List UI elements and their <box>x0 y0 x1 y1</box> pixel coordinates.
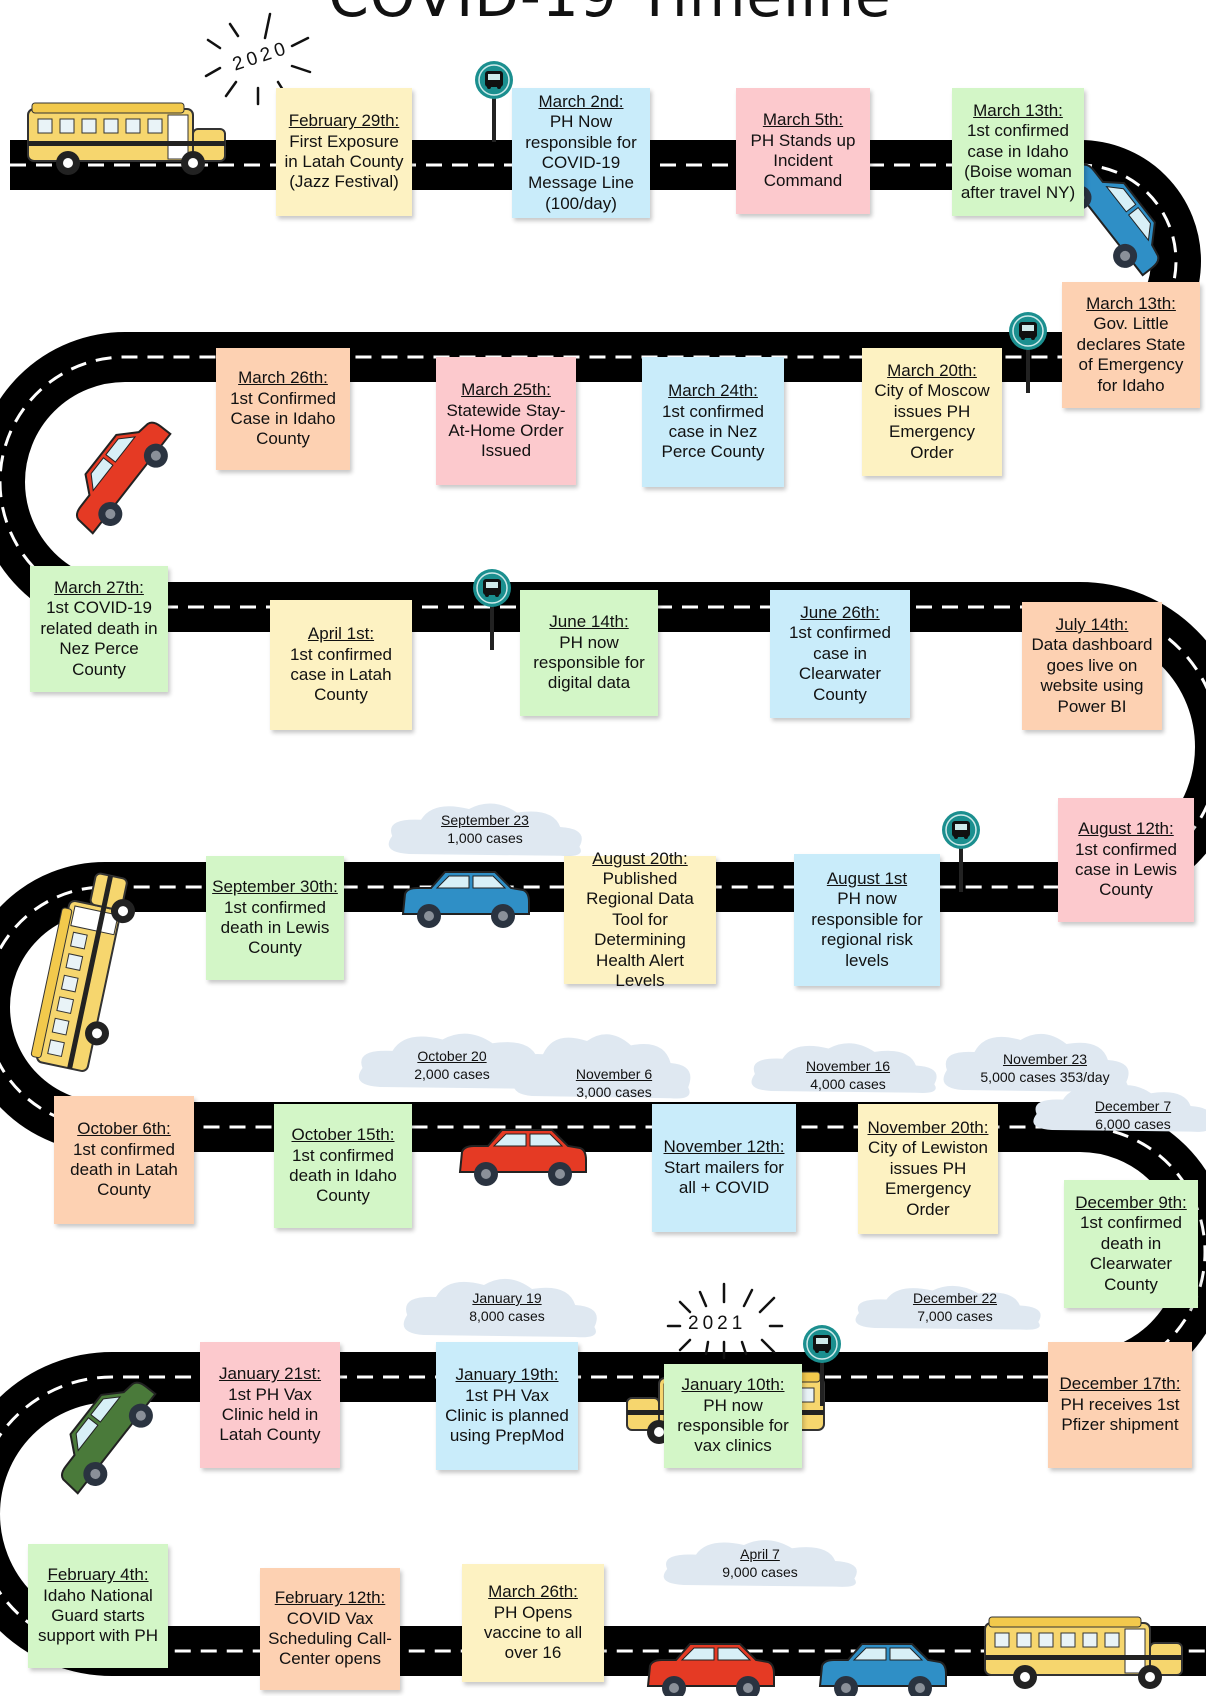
timeline-note: September 30th:1st confirmed death in Le… <box>206 856 344 980</box>
timeline-note: October 6th:1st confirmed death in Latah… <box>54 1096 194 1224</box>
timeline-note: August 12th:1st confirmed case in Lewis … <box>1058 798 1194 922</box>
timeline-note: March 20th:City of Moscow issues PH Emer… <box>862 348 1002 476</box>
timeline-note: February 12th:COVID Vax Scheduling Call-… <box>260 1568 400 1690</box>
timeline-note: July 14th:Data dashboard goes live on we… <box>1022 602 1162 730</box>
timeline-note: June 26th:1st confirmed case in Clearwat… <box>770 590 910 718</box>
timeline-note: December 17th:PH receives 1st Pfizer shi… <box>1048 1342 1192 1468</box>
year-2021-label: 2021 <box>688 1313 747 1334</box>
bus-stop-icon <box>473 59 515 144</box>
timeline-note: November 20th:City of Lewiston issues PH… <box>858 1104 998 1234</box>
timeline-note: March 13th:Gov. Little declares State of… <box>1062 282 1200 408</box>
timeline-note: August 20th:Published Regional Data Tool… <box>564 849 716 990</box>
timeline-note: January 19th:1st PH Vax Clinic is planne… <box>436 1342 578 1470</box>
timeline-note: November 12th:Start mailers for all + CO… <box>652 1104 796 1232</box>
timeline-note: February 29th:First Exposure in Latah Co… <box>276 88 412 216</box>
burst-2021 <box>666 1282 784 1360</box>
timeline-note: March 13th:1st confirmed case in Idaho (… <box>952 88 1084 216</box>
timeline-note: January 10th:PH now responsible for vax … <box>664 1364 802 1468</box>
timeline-note: March 25th:Statewide Stay-At-Home Order … <box>436 357 576 485</box>
timeline-note: March 24th:1st confirmed case in Nez Per… <box>642 357 784 487</box>
timeline-note: March 2nd:PH Now responsible for COVID-1… <box>512 88 650 218</box>
page-title: COVID-19 Timeline <box>250 0 970 30</box>
timeline-note: January 21st:1st PH Vax Clinic held in L… <box>200 1342 340 1468</box>
timeline-note: March 26th:PH Opens vaccine to all over … <box>462 1564 604 1682</box>
timeline-note: October 15th:1st confirmed death in Idah… <box>274 1104 412 1228</box>
timeline-note: April 1st:1st confirmed case in Latah Co… <box>270 600 412 730</box>
timeline-note: March 26th:1st Confirmed Case in Idaho C… <box>216 348 350 470</box>
timeline-note: March 27th:1st COVID-19 related death in… <box>30 566 168 692</box>
timeline-note: December 9th:1st confirmed death in Clea… <box>1064 1180 1198 1308</box>
timeline-note: March 5th:PH Stands up Incident Command <box>736 88 870 214</box>
timeline-note: February 4th:Idaho National Guard starts… <box>28 1544 168 1668</box>
car-icon <box>58 407 183 543</box>
timeline-note: June 14th:PH now responsible for digital… <box>520 590 658 716</box>
